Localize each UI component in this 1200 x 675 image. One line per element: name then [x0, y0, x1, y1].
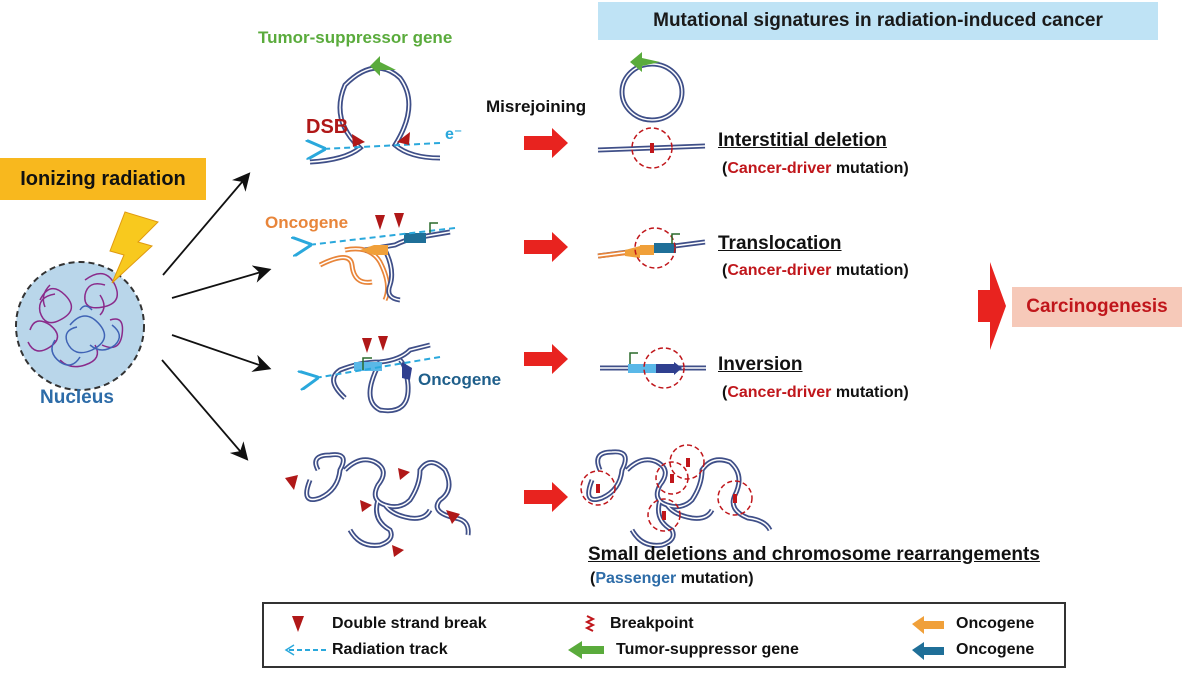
legend-oncogene-blue: Oncogene: [956, 641, 1035, 658]
electron-label: e⁻: [445, 126, 463, 143]
row2-translocation-graphic: [308, 213, 456, 303]
header-title: Mutational signatures in radiation-induc…: [598, 2, 1158, 40]
carcinogenesis-label: Carcinogenesis: [1012, 287, 1182, 327]
row3-inversion-graphic: [315, 336, 441, 414]
misrejoining-arrows: [524, 128, 568, 512]
mutation-label: mutation): [831, 384, 909, 401]
misrejoining-label: Misrejoining: [486, 97, 587, 116]
mutation-label: mutation): [831, 160, 909, 177]
dsb-legend-icon: [292, 616, 304, 632]
paren-open: (: [722, 262, 728, 279]
nucleus-label: Nucleus: [40, 387, 114, 408]
mutation-label: mutation): [676, 570, 754, 587]
breakpoint-legend-icon: [584, 615, 596, 632]
tumor-suppressor-label: Tumor-suppressor gene: [258, 28, 453, 47]
ionizing-radiation-label: Ionizing radiation: [0, 158, 206, 200]
row1-dsb-graphic: [310, 56, 441, 165]
translocation-title: Translocation: [718, 233, 842, 254]
result1-graphic: [597, 52, 706, 169]
translocation-subtitle: (Cancer-driver mutation): [722, 262, 909, 280]
legend-radiation-track: Radiation track: [332, 641, 448, 658]
legend-oncogene-orange: Oncogene: [956, 615, 1035, 632]
legend-icons: [284, 615, 944, 660]
legend-double-strand-break: Double strand break: [332, 615, 487, 632]
legend-tumor-suppressor: Tumor-suppressor gene: [616, 641, 799, 658]
inversion-subtitle: (Cancer-driver mutation): [722, 384, 909, 402]
dsb-label: DSB: [306, 116, 349, 138]
radiation-track-legend-icon: [284, 644, 326, 656]
paren-open: (: [590, 570, 596, 587]
driver-label: Cancer-driver: [727, 384, 832, 401]
legend-breakpoint: Breakpoint: [610, 615, 694, 632]
lightning-bolt-icon: [109, 211, 159, 284]
tumor-suppressor-legend-icon: [568, 641, 604, 659]
oncogene-orange-legend-icon: [912, 616, 944, 634]
legend: Double strand break Breakpoint Oncogene …: [262, 602, 1066, 668]
row4-complex-graphic: [285, 452, 471, 557]
oncogene-blue-label: Oncogene: [418, 370, 502, 389]
interstitial-deletion-subtitle: (Cancer-driver mutation): [722, 160, 909, 178]
inversion-title: Inversion: [718, 354, 803, 375]
interstitial-deletion-title: Interstitial deletion: [718, 130, 887, 151]
paren-open: (: [722, 160, 728, 177]
result2-graphic: [597, 227, 706, 269]
branch-arrows: [161, 172, 272, 461]
nucleus-graphic: [15, 261, 145, 391]
passenger-label: Passenger: [595, 570, 677, 587]
mutation-label: mutation): [831, 262, 909, 279]
paren-open: (: [722, 384, 728, 401]
result4-graphic: [580, 444, 773, 548]
oncogene-orange-label: Oncogene: [265, 213, 349, 232]
carcinogenesis-arrow: [978, 262, 1006, 350]
small-deletions-subtitle: (Passenger mutation): [590, 570, 754, 588]
oncogene-blue-legend-icon: [912, 642, 944, 660]
result3-graphic: [600, 347, 706, 389]
small-deletions-title: Small deletions and chromosome rearrange…: [588, 544, 1040, 565]
driver-label: Cancer-driver: [727, 262, 832, 279]
driver-label: Cancer-driver: [727, 160, 832, 177]
